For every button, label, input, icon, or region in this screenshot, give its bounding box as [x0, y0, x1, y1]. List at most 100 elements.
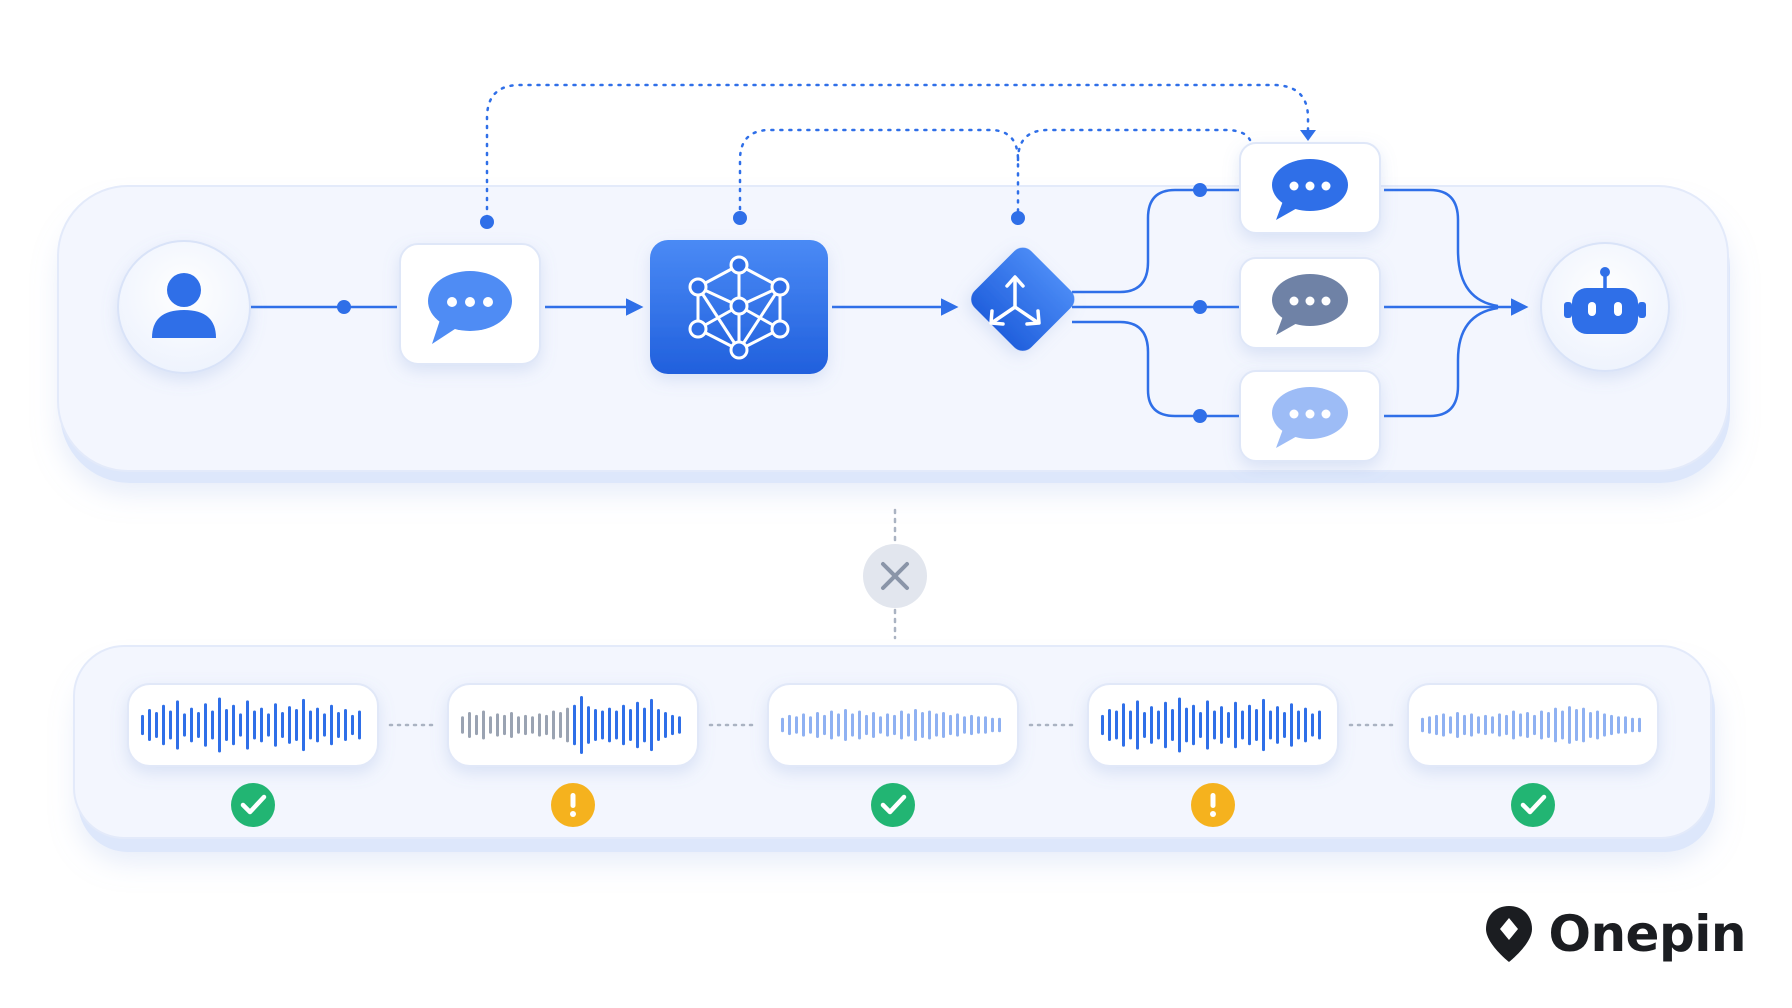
waveform-bar	[1178, 697, 1181, 753]
waveform-bar	[1561, 710, 1564, 740]
waveform-bar	[1505, 714, 1508, 736]
waveform-bar	[316, 707, 319, 743]
bot-node[interactable]	[1540, 242, 1670, 372]
neural-network-node[interactable]	[650, 240, 828, 374]
waveform-bar	[503, 714, 506, 736]
waveform-bar	[1547, 711, 1550, 739]
waveform-bar	[1206, 700, 1209, 750]
waveform-bar	[358, 710, 361, 740]
waveform-bar	[517, 716, 520, 734]
waveform-bar	[1589, 711, 1592, 739]
waveform-bar	[1276, 706, 1279, 744]
close-x-icon	[881, 562, 909, 590]
waveform-bar	[802, 713, 805, 737]
response-option-light[interactable]	[1239, 370, 1381, 462]
waveform-bar	[496, 713, 499, 737]
waveform-bar	[323, 713, 326, 737]
waveform-bar	[977, 716, 980, 734]
waveform-bar	[984, 716, 987, 734]
waveform-bar	[559, 711, 562, 739]
waveform-bar	[1428, 716, 1431, 734]
waveform-bar	[1582, 707, 1585, 743]
waveform-bar	[823, 714, 826, 736]
waveform-bar	[1115, 710, 1118, 740]
waveform-bar	[337, 711, 340, 739]
waveform-bar	[1164, 701, 1167, 749]
user-icon	[152, 273, 216, 338]
waveform-bar	[288, 706, 291, 744]
waveform-bar	[1631, 717, 1634, 733]
waveform-bar	[475, 714, 478, 736]
connector-dot	[733, 211, 747, 225]
waveform-bar	[935, 713, 938, 737]
waveform-bar	[190, 707, 193, 743]
waveform-icon	[781, 709, 1001, 741]
waveform-bar	[1227, 711, 1230, 739]
waveform-bar	[267, 713, 270, 737]
waveform-bar	[545, 714, 548, 736]
response-option-muted[interactable]	[1239, 257, 1381, 349]
waveform-bar	[1185, 707, 1188, 743]
waveform-bar	[970, 714, 973, 736]
waveform-bar	[1568, 706, 1571, 744]
waveform-bar	[636, 701, 639, 749]
waveform-bar	[1512, 710, 1515, 740]
arrowhead-down	[1300, 130, 1316, 141]
waveform-bar	[1554, 707, 1557, 743]
waveform-bar	[594, 709, 597, 741]
waveform-bar	[921, 711, 924, 739]
brand-name: Onepin	[1548, 905, 1746, 963]
message-node[interactable]	[399, 243, 541, 365]
waveform-bar	[1129, 710, 1132, 740]
waveform-bar	[907, 713, 910, 737]
waveform-bar	[991, 717, 994, 733]
waveform-bar	[615, 710, 618, 740]
waveform-bar	[956, 713, 959, 737]
waveform-bar	[671, 714, 674, 736]
chat-bubble-icon	[428, 271, 512, 344]
user-node[interactable]	[117, 240, 251, 374]
waveform-bar	[510, 711, 513, 739]
waveform-bar	[351, 714, 354, 736]
router-node[interactable]	[966, 243, 1079, 356]
waveform-bar	[1318, 710, 1321, 740]
waveform-bar	[1540, 710, 1543, 740]
waveform-bar	[1192, 704, 1195, 746]
waveform-bar	[1477, 716, 1480, 734]
waveform-bar	[893, 714, 896, 736]
waveform-bar	[169, 710, 172, 740]
connector-dot	[1011, 211, 1025, 225]
waveform-bar	[1463, 714, 1466, 736]
waveform-bar	[461, 716, 464, 734]
waveform-bar	[468, 711, 471, 739]
waveform-bar	[788, 714, 791, 736]
waveform-bar	[344, 709, 347, 741]
response-option-primary[interactable]	[1239, 142, 1381, 234]
waveform-bar	[872, 711, 875, 739]
waveform-bar	[601, 710, 604, 740]
waveform-bar	[809, 716, 812, 734]
waveform-bar	[330, 704, 333, 746]
waveform-bar	[1311, 713, 1314, 737]
check-icon	[1520, 794, 1547, 815]
waveform-bar	[1533, 714, 1536, 736]
split-arrows-icon	[989, 275, 1041, 326]
waveform-bar	[1136, 700, 1139, 750]
waveform-bar	[1290, 703, 1293, 747]
waveform-bar	[587, 706, 590, 744]
chat-bubble-icon	[1272, 159, 1348, 220]
waveform-bar	[837, 713, 840, 737]
waveform-bar	[197, 711, 200, 739]
waveform-bar	[260, 707, 263, 743]
waveform-bar	[963, 716, 966, 734]
waveform-bar	[176, 700, 179, 750]
waveform-bar	[1283, 711, 1286, 739]
waveform-bar	[858, 710, 861, 740]
waveform-bar	[566, 707, 569, 743]
waveform-bar	[1484, 714, 1487, 736]
main-flow-lines	[250, 188, 1529, 418]
waveform-bar	[1435, 714, 1438, 736]
robot-icon	[1564, 267, 1646, 334]
waveform-icon	[1101, 697, 1321, 753]
